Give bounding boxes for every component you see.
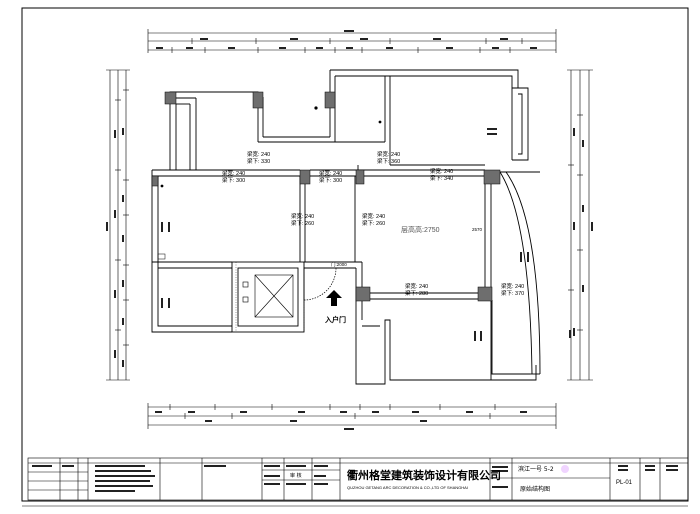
ceiling-height-label: 层高高:2750 bbox=[401, 225, 440, 234]
beam-label: 梁下: 300 bbox=[222, 176, 245, 184]
column bbox=[324, 91, 336, 109]
beam-label: 梁下: 260 bbox=[362, 219, 385, 227]
column bbox=[355, 286, 371, 302]
bottom-dimension-text bbox=[155, 411, 527, 430]
columns bbox=[151, 91, 501, 302]
right-dimension-text bbox=[573, 128, 593, 336]
entrance-label: 入户门 bbox=[324, 315, 346, 324]
wall-height-label: 2570 bbox=[472, 227, 483, 232]
room-hatching bbox=[235, 262, 305, 332]
column bbox=[477, 286, 493, 302]
column bbox=[355, 169, 365, 185]
beam-label: 梁宽: 240 bbox=[501, 282, 524, 290]
column bbox=[164, 91, 177, 105]
beam-label: 梁下: 360 bbox=[377, 157, 400, 165]
company-name: 衢州格堂建筑装饰设计有限公司 bbox=[347, 468, 501, 482]
column bbox=[151, 175, 159, 187]
beam-label: 梁宽: 240 bbox=[377, 150, 400, 158]
top-dimensions bbox=[147, 29, 557, 53]
walls bbox=[151, 69, 537, 385]
beam-label: 梁下: 340 bbox=[430, 174, 453, 182]
beam-labels: 梁宽: 240 梁下: 330 梁宽: 240 梁下: 360 梁宽: 240 … bbox=[222, 150, 524, 297]
door-width-label: 门:2000 bbox=[331, 261, 347, 268]
title-block-small-text bbox=[32, 465, 678, 492]
beam-label: 梁宽: 240 bbox=[405, 282, 428, 290]
top-dimension-text bbox=[156, 30, 537, 49]
column bbox=[252, 91, 264, 109]
beam-label: 梁下: 260 bbox=[291, 219, 314, 227]
drawing-name: 原始结构图 bbox=[520, 485, 550, 493]
entrance-arrow-icon bbox=[326, 290, 342, 306]
beam-label: 梁宽: 240 bbox=[430, 167, 453, 175]
left-dimension-text bbox=[106, 128, 124, 367]
drawing-frame bbox=[21, 7, 689, 502]
watermark-icon bbox=[561, 465, 569, 473]
beam-label: 梁下: 300 bbox=[319, 176, 342, 184]
right-dimensions bbox=[567, 69, 593, 381]
beam-label: 梁宽: 240 bbox=[291, 212, 314, 220]
curved-wall bbox=[499, 171, 541, 375]
beam-label: 梁宽: 240 bbox=[222, 169, 245, 177]
left-dimensions bbox=[106, 69, 130, 381]
fixtures bbox=[157, 106, 382, 260]
beam-label: 梁宽: 240 bbox=[319, 169, 342, 177]
drawing-number: PL-01 bbox=[616, 480, 633, 486]
column bbox=[299, 169, 311, 185]
beam-label: 梁下: 370 bbox=[501, 289, 524, 297]
column bbox=[483, 169, 501, 185]
company-english: QUZHOU GETANG ARC DECORATION & CO.,LTD O… bbox=[347, 485, 468, 490]
check-label: 审 核 bbox=[290, 472, 302, 479]
project-name: 滨江一号 5-2 bbox=[518, 465, 554, 473]
beam-label: 梁下: 280 bbox=[405, 289, 428, 297]
room-notes bbox=[161, 128, 571, 341]
beam-label: 梁下: 330 bbox=[247, 157, 270, 165]
bottom-dimensions bbox=[147, 403, 557, 429]
title-block bbox=[27, 457, 689, 501]
beam-label: 梁宽: 240 bbox=[362, 212, 385, 220]
beam-label: 梁宽: 240 bbox=[247, 150, 270, 158]
elevator-shaft bbox=[242, 274, 294, 318]
